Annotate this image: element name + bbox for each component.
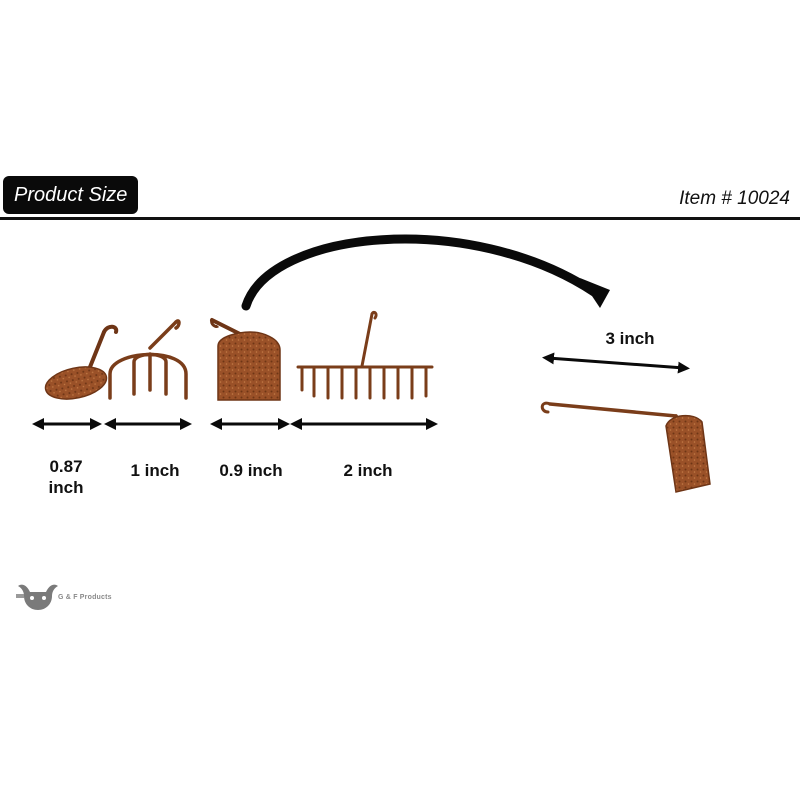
hoe-tool	[210, 318, 281, 401]
size-label-spade: 0.87 inch	[38, 456, 94, 498]
curved-arrow-head	[580, 278, 610, 308]
size-label-pitchfork: 1 inch	[130, 461, 180, 480]
rake-tool	[296, 310, 434, 400]
bull-logo-icon	[16, 584, 58, 610]
product-size-title: Product Size	[14, 184, 128, 206]
product-size-badge: Product Size	[3, 176, 139, 214]
size-label-hoe: 0.9 inch	[219, 461, 283, 480]
item-number: Item # 10024	[679, 188, 790, 209]
header-divider	[0, 217, 800, 220]
measure-arrow-long-hoe	[542, 352, 690, 374]
size-label-long-hoe: 3 inch	[605, 329, 655, 348]
spade-tool	[44, 324, 119, 400]
long-hoe-tool	[540, 401, 711, 493]
size-label-rake: 2 inch	[343, 461, 393, 480]
logo-text: G & F Products	[58, 594, 112, 601]
size-label-spade-text: 0.87 inch	[48, 457, 84, 497]
pitchfork-tool	[108, 319, 188, 400]
curved-arrow	[241, 234, 610, 311]
